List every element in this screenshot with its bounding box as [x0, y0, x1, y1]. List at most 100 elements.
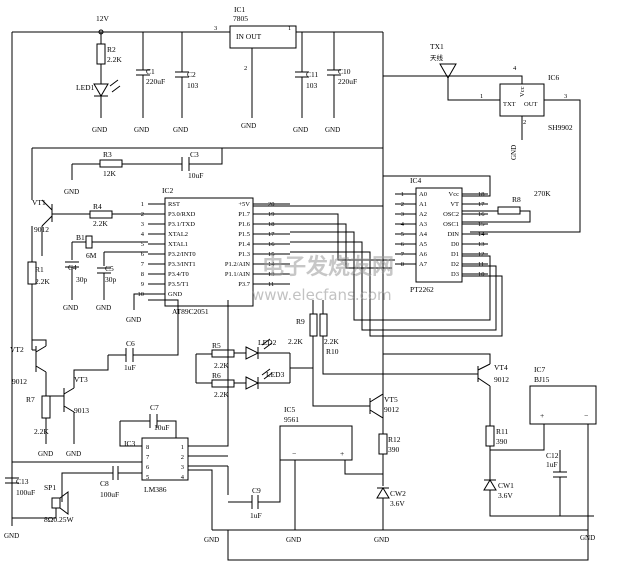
- r2-val: 2.2K: [107, 55, 122, 64]
- ic7-ref: IC7: [534, 365, 546, 374]
- led1-diode: [93, 79, 121, 97]
- ic2-pin-num: 15: [268, 251, 275, 258]
- ic2-pin-name: +5V: [238, 201, 250, 208]
- vt4-transistor: [383, 353, 491, 426]
- b1-crystal: [85, 235, 93, 249]
- c3-val: 10uF: [188, 171, 203, 180]
- vt5-transistor: [369, 380, 384, 434]
- r10-resistor: [319, 313, 328, 337]
- ic2-pin-num: 18: [268, 221, 275, 228]
- cw2-zener: [376, 487, 390, 530]
- ic4-pin-num: 8: [401, 261, 404, 268]
- c13-val: 100uF: [16, 488, 35, 497]
- gnd-label: GND: [241, 122, 256, 130]
- ic7-plus: +: [540, 411, 544, 420]
- r3-resistor: [99, 159, 123, 168]
- ic2-pin-num: 19: [268, 211, 275, 218]
- c2-val: 103: [187, 81, 199, 90]
- ic4-pin-name: Vcc: [449, 191, 460, 198]
- gnd-label: GND: [286, 536, 301, 544]
- c11-ref: C11: [306, 70, 318, 79]
- b1-val: 6M: [86, 251, 97, 260]
- c10-val: 220uF: [338, 77, 357, 86]
- vt1-ref: VT1: [32, 198, 46, 207]
- r11-val: 390: [496, 437, 508, 446]
- audio-drive-section: VT2 9012 R7 2.2K GND VT3 9013 GND: [10, 339, 109, 458]
- ic2-pin-name: P3.0/RXD: [168, 211, 196, 218]
- vt1-transistor: [31, 148, 53, 256]
- ic2-pin-name: P1.5: [238, 231, 250, 238]
- ic2-pin-name: GND: [168, 291, 182, 298]
- sp1-val: 8Ω0.25W: [44, 515, 74, 524]
- ic6-ref: IC6: [548, 73, 560, 82]
- r6-ref: R6: [212, 371, 221, 380]
- vt3-transistor: [46, 355, 109, 444]
- ic5-part: 9561: [284, 415, 299, 424]
- r8-ref: R8: [512, 195, 521, 204]
- ic4-pin-name: OSC1: [443, 221, 459, 228]
- watermark-url: www.elecfans.com: [252, 286, 392, 304]
- r2-ref: R2: [107, 45, 116, 54]
- c7-val: 10uF: [154, 423, 169, 432]
- gnd-label: GND: [38, 450, 53, 458]
- c6-capacitor: [125, 348, 134, 362]
- ic3-pin-num: 1: [181, 444, 184, 451]
- ic3-amplifier: [141, 437, 189, 481]
- cw2-ref: CW2: [390, 489, 406, 498]
- ic4-pin-num: 6: [401, 241, 405, 248]
- ic4-pin-name: A0: [419, 191, 427, 198]
- ic4-pin-name: A1: [419, 201, 427, 208]
- ic2-pin-name: P3.3/INT1: [168, 261, 196, 268]
- vt2-part: 9012: [12, 377, 27, 386]
- ic4-pin-name: A3: [419, 221, 427, 228]
- ic2-pin-num: 6: [141, 251, 145, 258]
- c4-ref: C4: [68, 263, 77, 272]
- c3-ref: C3: [190, 150, 199, 159]
- ic5-minus: −: [292, 449, 296, 458]
- receiver-section: VT4 9012 R11 390 CW1 3.6V IC7 BJ15 + − C…: [383, 353, 597, 542]
- sound-chip-section: IC5 9561 − + GND VT5 9012 R12 390 CW2 3.…: [279, 380, 406, 544]
- ic2-pin-num: 8: [141, 271, 144, 278]
- c2-ref: C2: [187, 70, 196, 79]
- ic1-part: 7805: [233, 14, 248, 23]
- vt2-transistor: [32, 339, 47, 386]
- ic2-pin-name: P1.4: [238, 241, 250, 248]
- tx1-label: 天线: [430, 53, 444, 62]
- ic4-pin-num: 16: [478, 211, 485, 218]
- r1-ref: R1: [35, 265, 44, 274]
- ic1-pin-gnd: 2: [244, 65, 247, 72]
- cw1-ref: CW1: [498, 481, 514, 490]
- ic4-pin-num: 15: [478, 221, 485, 228]
- ic6-pin1: 1: [480, 93, 483, 100]
- vt5-part: 9012: [384, 405, 399, 414]
- c9-ref: C9: [252, 486, 261, 495]
- ic7-part: BJ15: [534, 375, 550, 384]
- r12-ref: R12: [388, 435, 401, 444]
- r5-ref: R5: [212, 341, 221, 350]
- ic4-pin-num: 10: [478, 271, 485, 278]
- c3-capacitor: [181, 157, 190, 171]
- gnd-label: GND: [96, 304, 111, 312]
- c8-val: 100uF: [100, 490, 119, 499]
- antenna-icon: [439, 63, 500, 101]
- ic2-pin-name: P3.1/TXD: [168, 221, 195, 228]
- c10-ref: C10: [338, 67, 351, 76]
- ic2-pin-num: 5: [141, 241, 144, 248]
- ic2-pin-name: P1.3: [238, 251, 250, 258]
- ic4-pin-num: 3: [401, 211, 404, 218]
- ic6-pin2: 2: [523, 119, 526, 126]
- c9-capacitor: [251, 495, 259, 509]
- r9-resistor: [309, 313, 318, 337]
- ic2-pin-num: 4: [141, 231, 145, 238]
- ic2-pin-name: RST: [168, 201, 180, 208]
- ic5-plus: +: [340, 449, 344, 458]
- led1-ref: LED1: [76, 83, 95, 92]
- c8-capacitor: [112, 466, 119, 480]
- ic3-pin-num: 2: [181, 454, 184, 461]
- ic4-pin-name: D2: [451, 261, 459, 268]
- gnd-label: GND: [92, 126, 107, 134]
- ic3-part: LM386: [144, 485, 167, 494]
- ic1-pin-in: 3: [214, 25, 217, 32]
